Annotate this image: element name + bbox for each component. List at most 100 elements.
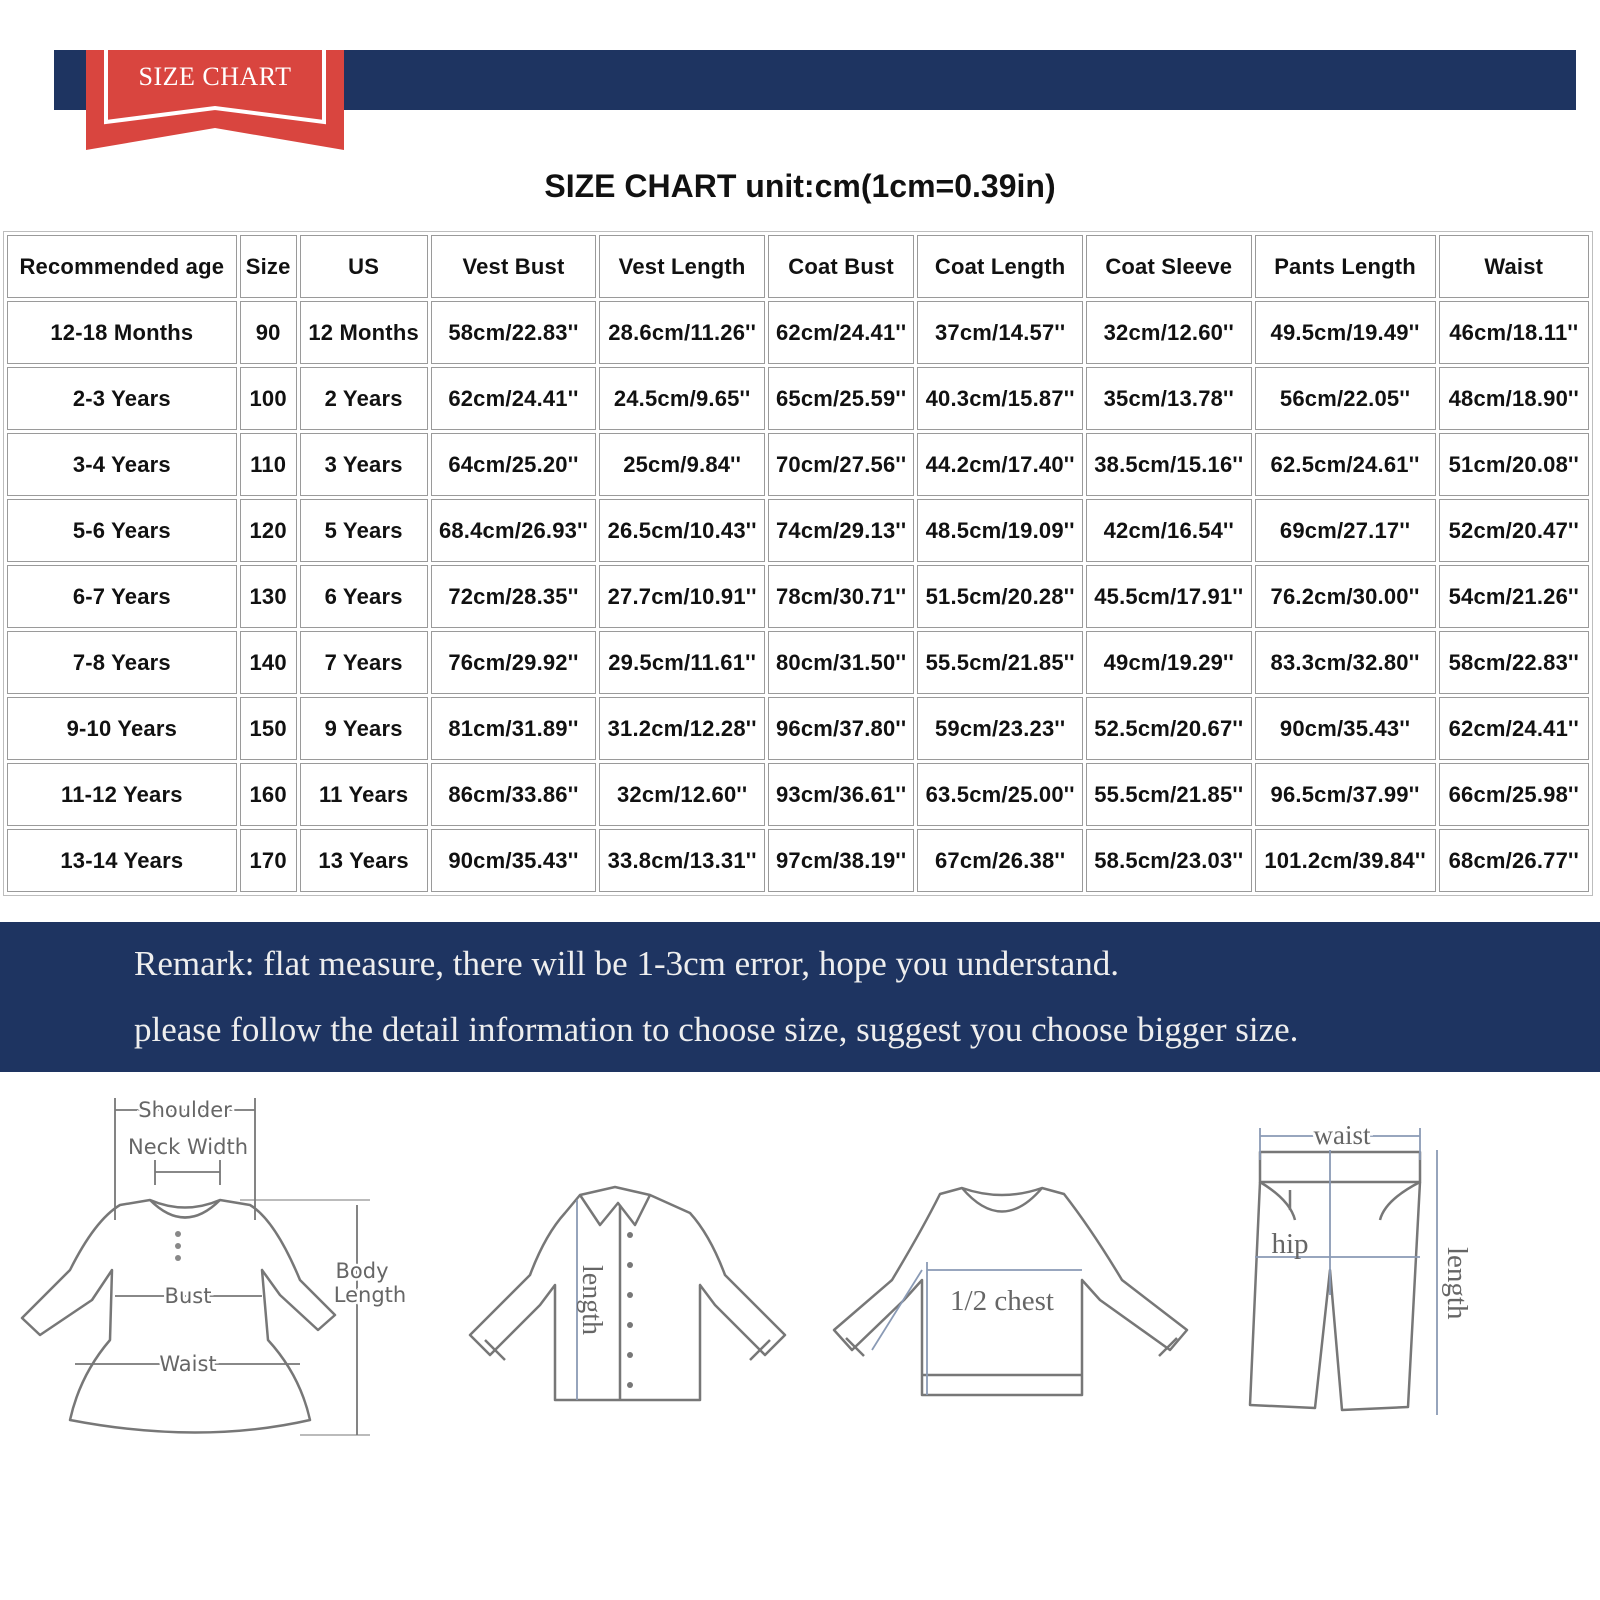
table-header-row: Recommended age Size US Vest Bust Vest L… (7, 235, 1589, 298)
pants-diagram-icon: waist hip length (1248, 1117, 1490, 1420)
table-cell: 49.5cm/19.49'' (1254, 301, 1436, 364)
table-cell: 90 (239, 301, 297, 364)
table-cell: 64cm/25.20'' (430, 433, 597, 496)
table-cell: 51cm/20.08'' (1438, 433, 1589, 496)
table-cell: 150 (239, 697, 297, 760)
table-cell: 62cm/24.41'' (430, 367, 597, 430)
table-cell: 35cm/13.78'' (1085, 367, 1252, 430)
pants-hip-label: hip (1271, 1228, 1308, 1260)
table-cell: 58cm/22.83'' (430, 301, 597, 364)
header-cell: Coat Sleeve (1085, 235, 1252, 298)
header-cell: Size (239, 235, 297, 298)
table-cell: 5-6 Years (7, 499, 237, 562)
table-cell: 12 Months (299, 301, 428, 364)
table-cell: 51.5cm/20.28'' (917, 565, 1083, 628)
dress-shoulder-label: Shoulder (138, 1098, 232, 1122)
table-cell: 46cm/18.11'' (1438, 301, 1589, 364)
table-cell: 27.7cm/10.91'' (599, 565, 765, 628)
table-cell: 69cm/27.17'' (1254, 499, 1436, 562)
header-cell: Waist (1438, 235, 1589, 298)
table-cell: 96.5cm/37.99'' (1254, 763, 1436, 826)
table-cell: 83.3cm/32.80'' (1254, 631, 1436, 694)
table-cell: 86cm/33.86'' (430, 763, 597, 826)
table-cell: 120 (239, 499, 297, 562)
size-table: Recommended age Size US Vest Bust Vest L… (3, 231, 1593, 896)
header-cell: Coat Length (917, 235, 1083, 298)
table-cell: 76.2cm/30.00'' (1254, 565, 1436, 628)
pants-length-label: length (1441, 1247, 1473, 1320)
table-cell: 110 (239, 433, 297, 496)
table-cell: 66cm/25.98'' (1438, 763, 1589, 826)
remark-line-2: please follow the detail information to … (134, 1010, 1299, 1049)
header-cell: US (299, 235, 428, 298)
pants-waist-label: waist (1314, 1120, 1371, 1150)
dress-diagram-icon: Shoulder Neck Width Bust Waist Body Leng… (0, 1090, 430, 1450)
table-cell: 58cm/22.83'' (1438, 631, 1589, 694)
table-cell: 3-4 Years (7, 433, 237, 496)
table-cell: 55.5cm/21.85'' (1085, 763, 1252, 826)
table-cell: 11 Years (299, 763, 428, 826)
table-cell: 78cm/30.71'' (767, 565, 915, 628)
dress-body-length-label: Body (335, 1259, 388, 1283)
shirt-length-label: length (576, 1265, 607, 1335)
table-cell: 76cm/29.92'' (430, 631, 597, 694)
header-cell: Recommended age (7, 235, 237, 298)
table-cell: 40.3cm/15.87'' (917, 367, 1083, 430)
table-cell: 32cm/12.60'' (599, 763, 765, 826)
table-cell: 52.5cm/20.67'' (1085, 697, 1252, 760)
shirt-diagram-icon: length (455, 1175, 805, 1415)
remark-line-1: Remark: flat measure, there will be 1-3c… (134, 944, 1120, 983)
table-cell: 6-7 Years (7, 565, 237, 628)
table-cell: 130 (239, 565, 297, 628)
table-cell: 96cm/37.80'' (767, 697, 915, 760)
table-cell: 72cm/28.35'' (430, 565, 597, 628)
table-cell: 58.5cm/23.03'' (1085, 829, 1252, 892)
table-cell: 42cm/16.54'' (1085, 499, 1252, 562)
table-cell: 25cm/9.84'' (599, 433, 765, 496)
table-cell: 101.2cm/39.84'' (1254, 829, 1436, 892)
table-cell: 6 Years (299, 565, 428, 628)
table-cell: 68cm/26.77'' (1438, 829, 1589, 892)
sweater-diagram-icon: 1/2 chest (832, 1180, 1192, 1410)
table-cell: 160 (239, 763, 297, 826)
header-cell: Vest Length (599, 235, 765, 298)
dress-neck-width-label: Neck Width (128, 1135, 248, 1159)
table-cell: 38.5cm/15.16'' (1085, 433, 1252, 496)
table-cell: 70cm/27.56'' (767, 433, 915, 496)
table-cell: 62cm/24.41'' (1438, 697, 1589, 760)
table-cell: 90cm/35.43'' (430, 829, 597, 892)
table-cell: 90cm/35.43'' (1254, 697, 1436, 760)
dress-bust-label: Bust (165, 1284, 212, 1308)
table-cell: 44.2cm/17.40'' (917, 433, 1083, 496)
table-cell: 29.5cm/11.61'' (599, 631, 765, 694)
ribbon-label: SIZE CHART (138, 62, 292, 91)
table-cell: 74cm/29.13'' (767, 499, 915, 562)
header-cell: Coat Bust (767, 235, 915, 298)
table-cell: 7-8 Years (7, 631, 237, 694)
table-cell: 2 Years (299, 367, 428, 430)
table-cell: 56cm/22.05'' (1254, 367, 1436, 430)
table-cell: 32cm/12.60'' (1085, 301, 1252, 364)
table-cell: 140 (239, 631, 297, 694)
table-cell: 2-3 Years (7, 367, 237, 430)
table-cell: 68.4cm/26.93'' (430, 499, 597, 562)
table-cell: 13 Years (299, 829, 428, 892)
table-cell: 45.5cm/17.91'' (1085, 565, 1252, 628)
table-cell: 9-10 Years (7, 697, 237, 760)
table-cell: 49cm/19.29'' (1085, 631, 1252, 694)
table-cell: 12-18 Months (7, 301, 237, 364)
table-cell: 3 Years (299, 433, 428, 496)
table-cell: 63.5cm/25.00'' (917, 763, 1083, 826)
dress-body-length-label-2: Length (334, 1283, 406, 1307)
table-cell: 13-14 Years (7, 829, 237, 892)
table-cell: 37cm/14.57'' (917, 301, 1083, 364)
table-cell: 33.8cm/13.31'' (599, 829, 765, 892)
table-cell: 11-12 Years (7, 763, 237, 826)
table-cell: 26.5cm/10.43'' (599, 499, 765, 562)
table-cell: 97cm/38.19'' (767, 829, 915, 892)
